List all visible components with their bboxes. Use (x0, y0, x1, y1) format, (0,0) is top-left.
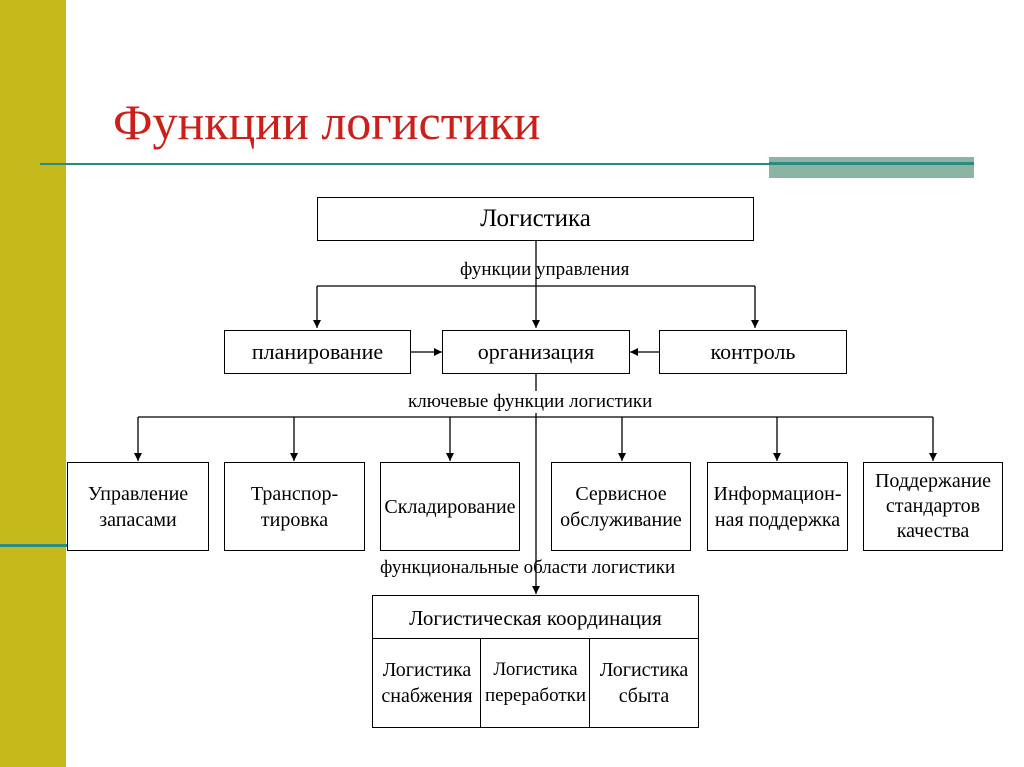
box-inventory-management: Управление запасами (67, 462, 209, 551)
sales-line-1: Логистика (599, 659, 689, 681)
transport-line-2: тировка (260, 508, 329, 531)
management-functions-label: функции управления (460, 259, 630, 280)
quality-line-2: стандартов (885, 495, 981, 517)
coordination-header-label: Логистическая координация (409, 605, 662, 630)
organization-label: организация (477, 339, 595, 364)
sidebar-decoration (0, 0, 66, 767)
box-quality-standards: Поддержание стандартов качества (863, 462, 1003, 551)
box-information-support: Информацион- ная поддержка (707, 462, 848, 551)
coordination-header-box: Логистическая координация (372, 595, 699, 640)
slide-title: Функции логистики (113, 94, 541, 150)
box-planning: планирование (224, 330, 411, 374)
planning-label: планирование (251, 339, 384, 364)
box-transportation: Транспор- тировка (224, 462, 365, 551)
service-line-2: обслуживание (560, 508, 682, 531)
quality-line-1: Поддержание (874, 470, 992, 492)
inventory-line-2: запасами (99, 508, 177, 531)
processing-line-2: переработки (484, 685, 587, 706)
box-sales-logistics: Логистика сбыта (589, 638, 699, 728)
box-processing-logistics: Логистика переработки (480, 638, 591, 728)
root-box-logistics: Логистика (317, 197, 754, 241)
title-rule (40, 163, 770, 165)
title-accent-line (769, 162, 974, 165)
functional-areas-label: функциональные области логистики (380, 557, 676, 578)
sidebar-divider (0, 544, 68, 547)
supply-line-2: снабжения (381, 685, 473, 707)
service-line-1: Сервисное (575, 482, 667, 505)
key-functions-label: ключевые функции логистики (406, 391, 655, 413)
transport-line-1: Транспор- (250, 482, 339, 505)
box-customer-service: Сервисное обслуживание (551, 462, 691, 551)
inventory-line-1: Управление (87, 482, 189, 505)
sales-line-2: сбыта (618, 685, 670, 707)
supply-line-1: Логистика (382, 659, 472, 681)
box-organization: организация (442, 330, 630, 374)
processing-line-1: Логистика (493, 659, 578, 680)
quality-line-3: качества (896, 520, 970, 542)
control-label: контроль (710, 339, 796, 364)
box-supply-logistics: Логистика снабжения (372, 638, 482, 728)
info-line-2: ная поддержка (714, 508, 841, 531)
warehousing-line-1: Складирование (384, 495, 516, 518)
box-control: контроль (659, 330, 847, 374)
root-label: Логистика (480, 205, 591, 232)
box-warehousing: Складирование (380, 462, 520, 551)
info-line-1: Информацион- (713, 482, 842, 505)
